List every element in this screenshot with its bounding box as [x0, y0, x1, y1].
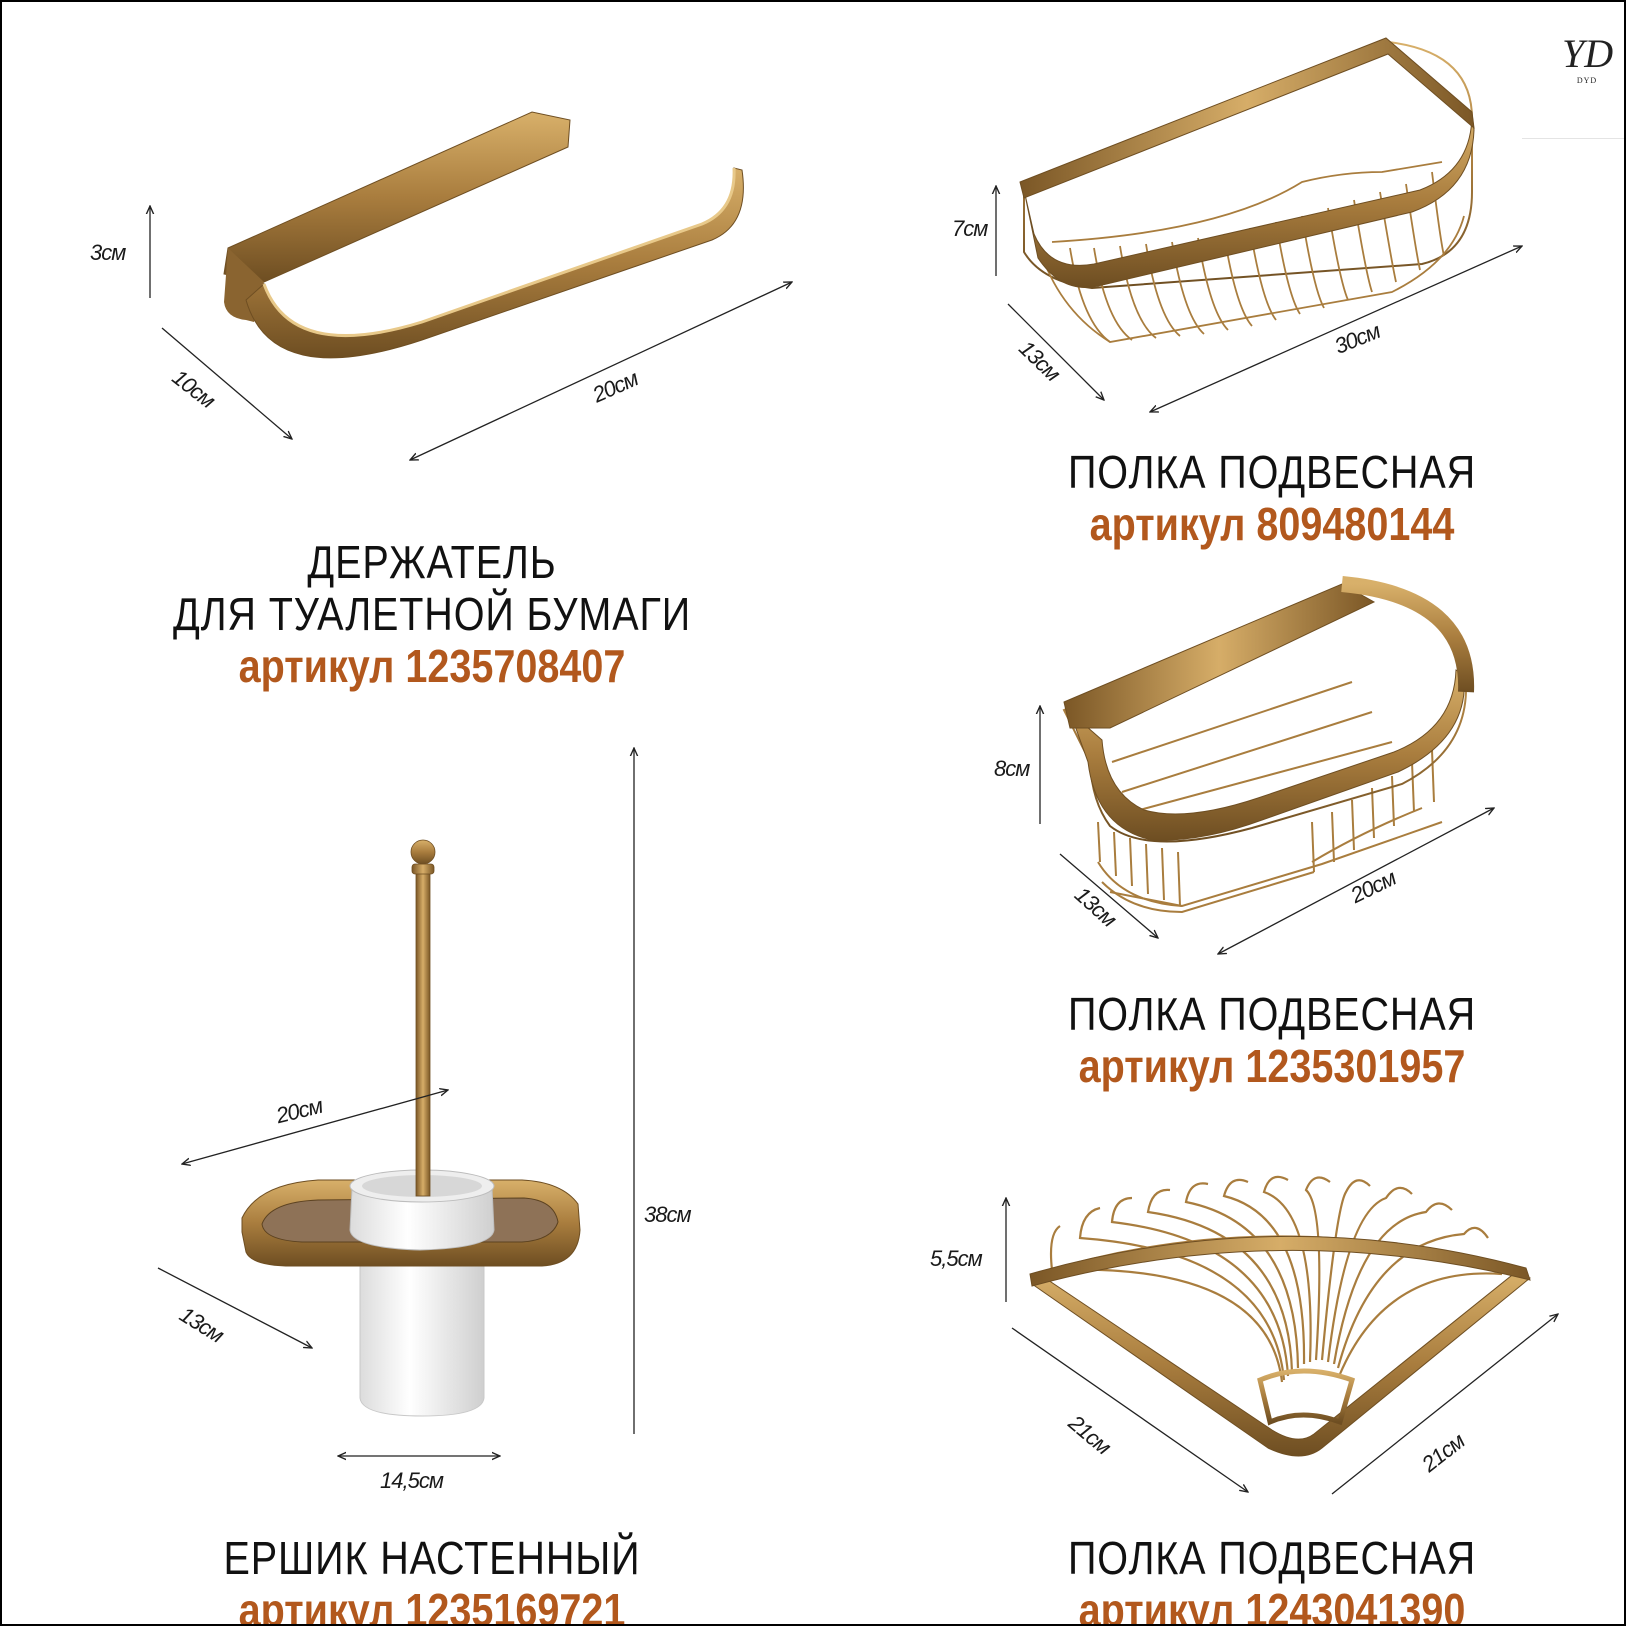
dim-label-cup-width: 14,5см	[380, 1468, 444, 1493]
product-title-shelf-basket: ПОЛКА ПОДВЕСНАЯ артикул 1235301957	[971, 988, 1573, 1092]
sku-label: артикул 1235301957	[1078, 1040, 1466, 1092]
wire-shelf-long-icon	[1019, 37, 1475, 343]
sku-label: артикул 1235169721	[238, 1584, 626, 1626]
product-title-toilet-brush: ЕРШИК НАСТЕННЫЙ артикул 1235169721	[131, 1532, 733, 1626]
logo-divider	[1522, 138, 1624, 139]
dimension-arrows-2	[996, 186, 1522, 412]
product-title-corner-shelf: ПОЛКА ПОДВЕСНАЯ артикул 1243041390	[971, 1532, 1573, 1626]
sku-label: артикул 1243041390	[1078, 1584, 1466, 1626]
dim-label-height: 3см	[90, 240, 126, 265]
wire-shelf-basket-icon	[1062, 576, 1475, 914]
title-line: ПОЛКА ПОДВЕСНАЯ	[1067, 988, 1477, 1040]
product-title-shelf-long: ПОЛКА ПОДВЕСНАЯ артикул 809480144	[971, 446, 1573, 550]
dimension-arrows-5	[1006, 1198, 1558, 1495]
corner-wire-shelf-icon	[1029, 1175, 1531, 1457]
dim-label-height: 7см	[952, 216, 988, 241]
sku-label: артикул 1235708407	[238, 640, 626, 692]
logo-text: DYD	[1576, 76, 1598, 85]
title-line: ДЕРЖАТЕЛЬ	[307, 536, 557, 588]
brand-logo: YD DYD	[1562, 31, 1614, 86]
dimension-arrows-4	[157, 748, 634, 1456]
title-line: ЕРШИК НАСТЕННЫЙ	[223, 1532, 641, 1584]
product-title-toilet-paper-holder: ДЕРЖАТЕЛЬ ДЛЯ ТУАЛЕТНОЙ БУМАГИ артикул 1…	[131, 536, 733, 692]
dimension-arrows-1	[150, 206, 792, 460]
dim-label-height: 8см	[994, 756, 1030, 781]
toilet-brush-holder-icon	[241, 839, 581, 1417]
toilet-paper-holder-icon	[223, 111, 744, 359]
title-line: ПОЛКА ПОДВЕСНАЯ	[1067, 446, 1477, 498]
sku-label: артикул 809480144	[1089, 498, 1455, 550]
dim-label-height: 38см	[644, 1202, 692, 1227]
dim-label-height: 5,5см	[930, 1246, 983, 1271]
logo-mark: YD	[1562, 31, 1614, 76]
title-line: ПОЛКА ПОДВЕСНАЯ	[1067, 1532, 1477, 1584]
dimension-arrows-3	[1040, 706, 1494, 954]
title-line: ДЛЯ ТУАЛЕТНОЙ БУМАГИ	[172, 588, 692, 640]
